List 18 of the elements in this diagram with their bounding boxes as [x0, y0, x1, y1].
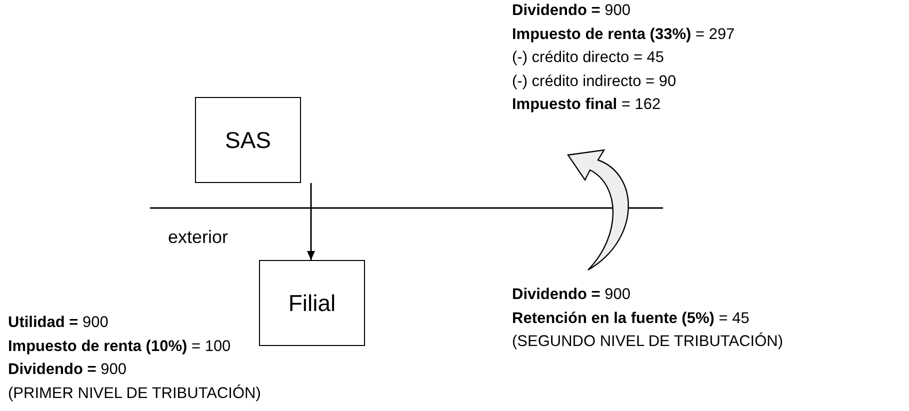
note-text: (SEGUNDO NIVEL DE TRIBUTACIÓN)	[512, 333, 783, 351]
note-text: Impuesto de renta (10%) = 100	[8, 338, 231, 356]
note-text: Impuesto de renta (33%) = 297	[512, 26, 735, 44]
note-text: Impuesto final = 162	[512, 96, 661, 114]
node-label: Filial	[288, 290, 336, 316]
note-text: (PRIMER NIVEL DE TRIBUTACIÓN)	[8, 384, 261, 402]
note-text: Dividendo = 900	[512, 286, 630, 304]
note-text: Retención en la fuente (5%) = 45	[512, 310, 750, 328]
entity-box	[259, 260, 365, 346]
note-text: (-) crédito indirecto = 90	[512, 72, 676, 90]
note-text: Dividendo = 900	[8, 361, 126, 379]
note-text: (-) crédito directo = 45	[512, 49, 664, 67]
entity-box	[195, 97, 301, 183]
note-text: Utilidad = 900	[8, 314, 108, 332]
note-text: Dividendo = 900	[512, 2, 630, 20]
arrow	[307, 183, 315, 260]
region-label: exterior	[168, 228, 228, 246]
node-label: SAS	[224, 126, 272, 154]
